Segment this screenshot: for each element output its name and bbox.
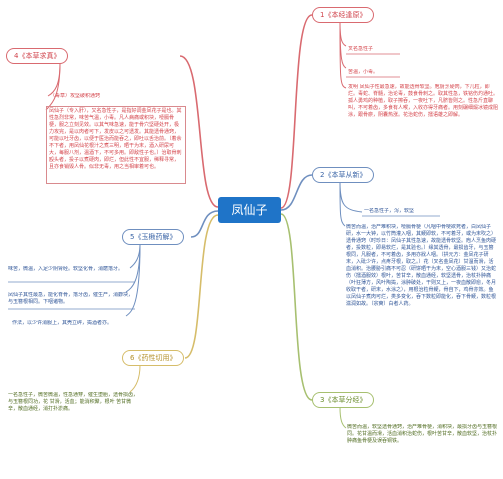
- connector-branch-6: [184, 214, 219, 359]
- branch-4-leaf-1: （毒草）攻坚破积通窍: [50, 93, 101, 99]
- branch-1-leaf-3: 发明 凤仙子性最急速，故能透骨软坚。庖厨烹硬肉，下几粒，即烂。毒蛇、脊髓，治论毒…: [348, 84, 498, 118]
- connector-leaf-1c: [339, 21, 347, 89]
- connector-leaf-1a: [339, 21, 347, 47]
- connector-leaf-2b: [339, 181, 346, 227]
- connector-leaf-4b: [45, 62, 61, 111]
- branch-4-leaf-2: 凤仙子（专入肝），又名急性子，是指好调金凤花子是也。其性急烈非常，味苦气温，小毒…: [46, 106, 186, 184]
- branch-6-leaf-1: 一名急性子，微苦微温，性急通穿，催生堕胎，透骨损齿，与玉簪根同功，花 甘滑，活血…: [8, 392, 138, 412]
- branch-2-leaf-2: 微苦而温，治产难积块，噎膈骨梗（凡咽中骨哽欲死者，白凤仙子研，水一大钟，以竹筒灌…: [346, 224, 497, 307]
- branch-5[interactable]: 5《玉楸药解》: [122, 229, 185, 245]
- connector-leaf-6a: [129, 364, 141, 393]
- center-topic[interactable]: 凤仙子: [218, 197, 281, 223]
- connector-branch-5: [190, 210, 219, 238]
- connector-branch-1: [280, 14, 313, 209]
- branch-5-leaf-1: 味苦，微温，入足少阴肾经。软坚化骨，消磨落牙。: [8, 266, 124, 272]
- branch-3[interactable]: 3《本草分经》: [312, 392, 375, 408]
- connector-leaf-2a: [339, 181, 363, 213]
- branch-2[interactable]: 2《本草从新》: [312, 167, 375, 183]
- branch-1[interactable]: 1《本经逢原》: [312, 7, 375, 23]
- branch-5-leaf-2: 凤仙子其性最急，能化脊骨，落牙齿，催生产，消癖块，与玉簪根相同。下咽诸物。: [8, 292, 133, 305]
- connector-leaf-3a: [339, 406, 347, 429]
- branch-4[interactable]: 4《本草求真》: [6, 48, 69, 64]
- branch-1-leaf-2: 苦温，小毒。: [348, 69, 379, 75]
- branch-3-leaf-1: 微苦而温，软坚透骨通窍，治产难骨梗，消积块，最损牙齿与玉簪根同。花甘温而滑，活血…: [347, 424, 498, 444]
- connector-leaf-5c: [125, 243, 141, 317]
- connector-branch-2: [280, 174, 313, 211]
- branch-2-leaf-1: 一名急性子，泻，软坚: [364, 208, 415, 214]
- connector-leaf-4a: [47, 62, 61, 97]
- branch-5-leaf-3: 作法，以少许消服上，其壳立碎，捣酒者亦。: [12, 320, 113, 326]
- connector-branch-4: [179, 55, 219, 208]
- connector-branch-3: [280, 213, 313, 401]
- branch-6[interactable]: 6《药性切用》: [122, 350, 185, 366]
- branch-1-leaf-1: 叉名急性子: [348, 46, 374, 52]
